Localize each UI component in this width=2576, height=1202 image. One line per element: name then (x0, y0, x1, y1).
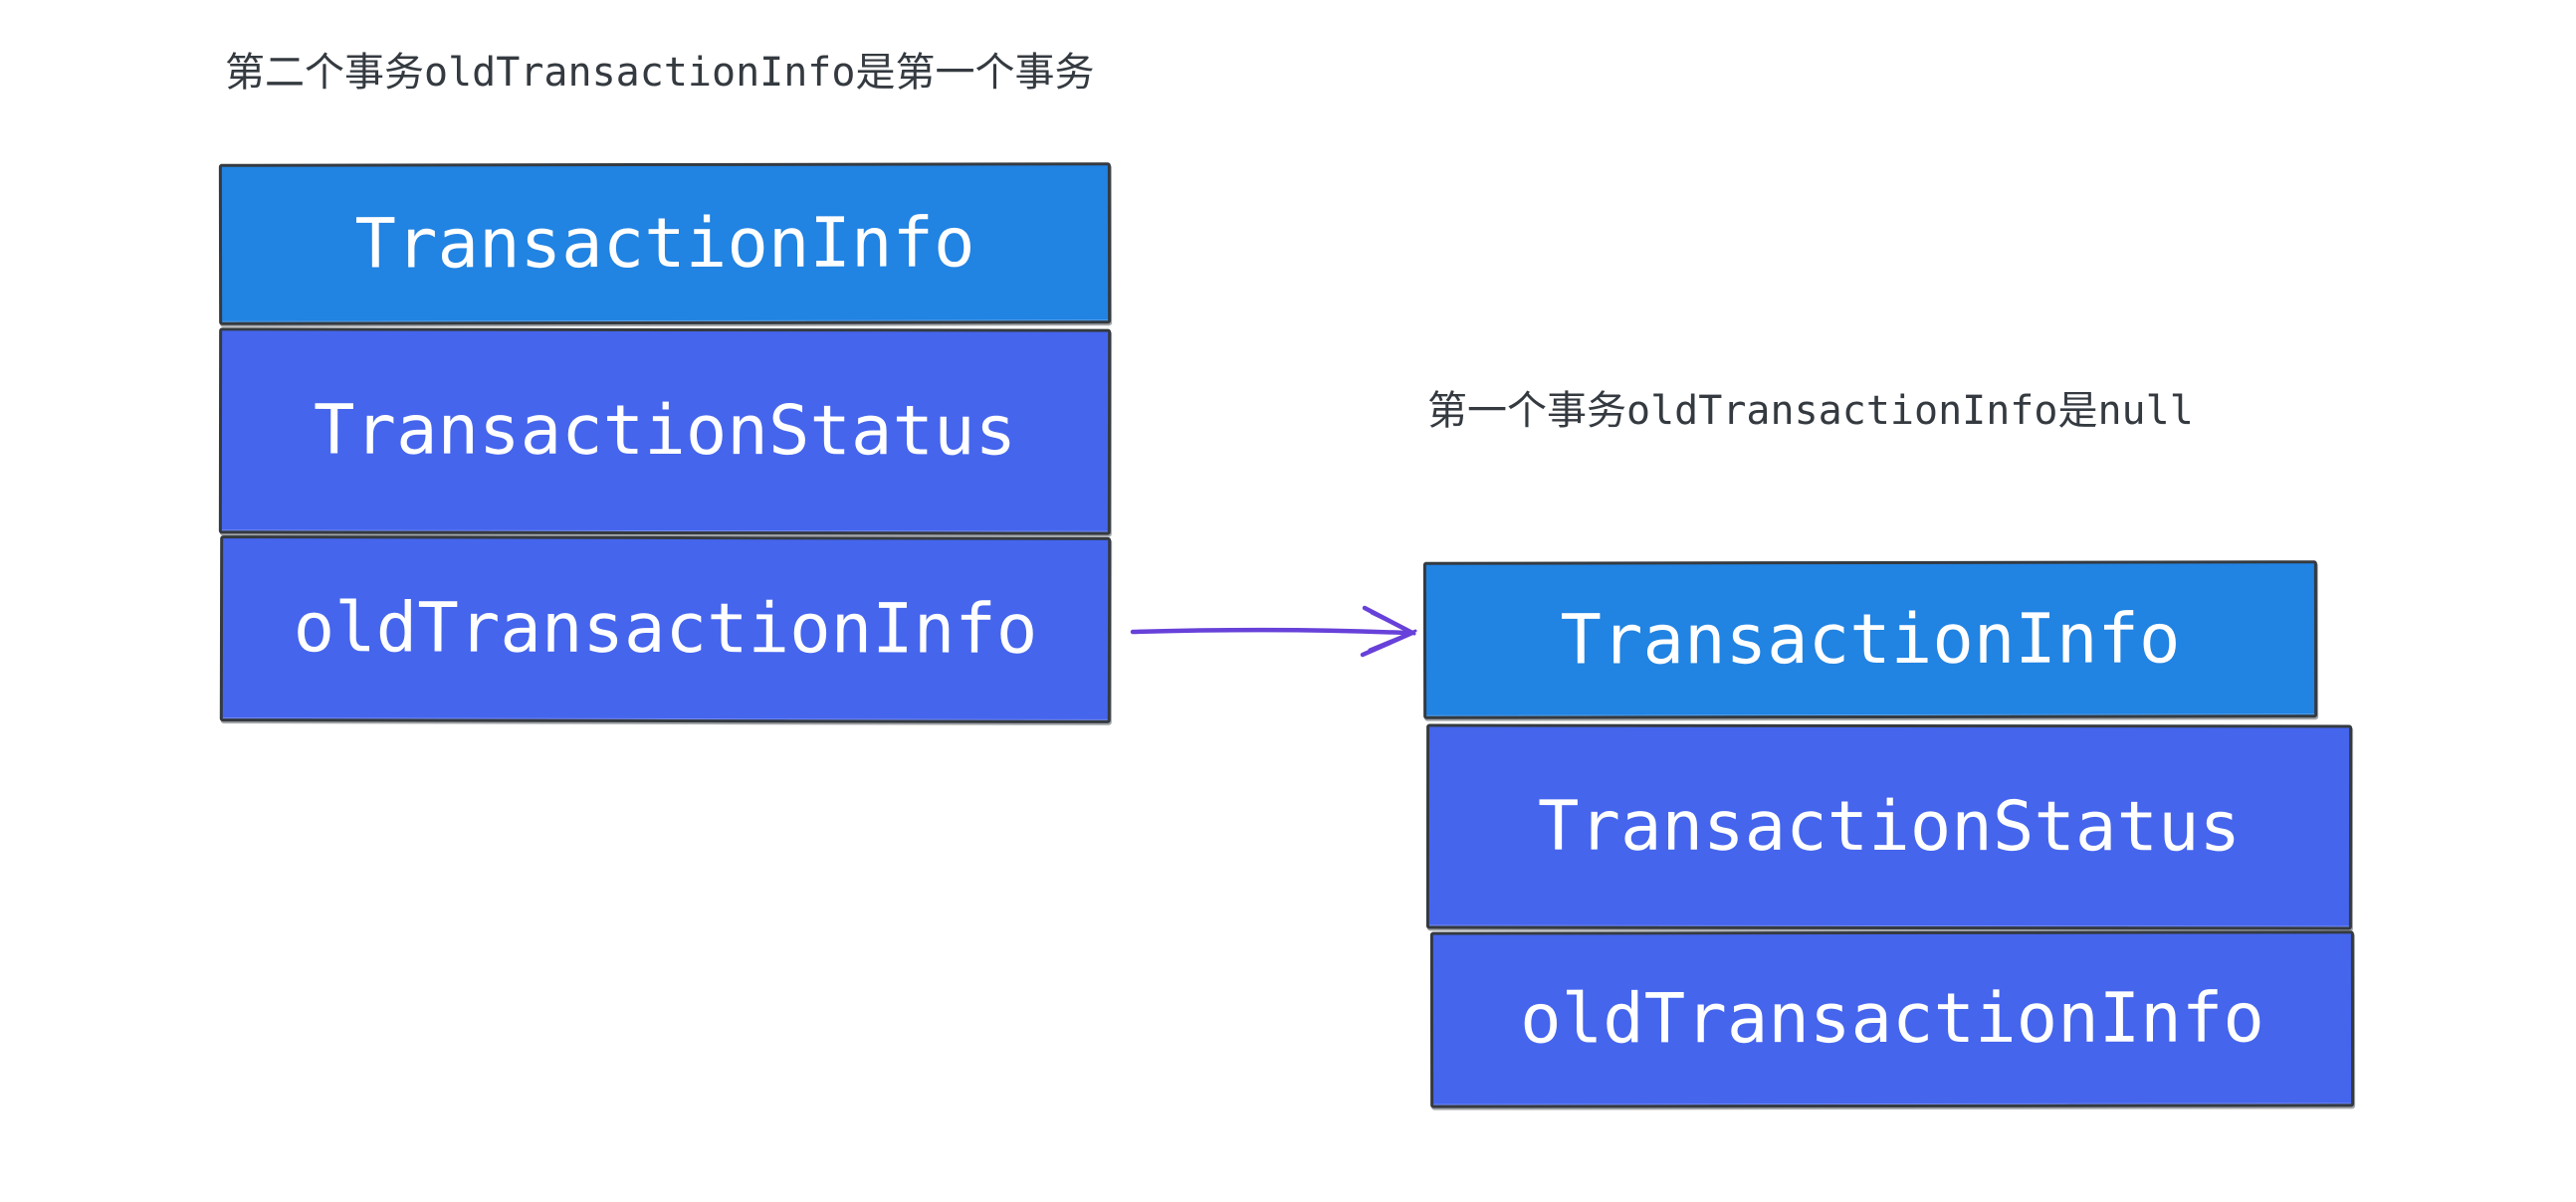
box-label: TransactionInfo (1560, 598, 2181, 681)
box-label: TransactionStatus (1537, 786, 2242, 867)
box-label: TransactionStatus (313, 390, 1017, 472)
left-box-transactioninfo: TransactionInfo (218, 162, 1112, 325)
right-box-transactioninfo: TransactionInfo (1422, 560, 2318, 719)
box-label: oldTransactionInfo (293, 588, 1038, 670)
right-box-transactionstatus: TransactionStatus (1425, 723, 2353, 930)
annotation-right: 第一个事务oldTransactionInfo是null (1427, 388, 2194, 434)
annotation-left: 第二个事务oldTransactionInfo是第一个事务 (225, 50, 1095, 96)
box-label: oldTransactionInfo (1520, 978, 2264, 1060)
right-box-oldtransactioninfo: oldTransactionInfo (1429, 930, 2355, 1108)
left-box-transactionstatus: TransactionStatus (218, 327, 1112, 535)
right-arrow-icon (1130, 605, 1417, 658)
box-label: TransactionInfo (354, 202, 975, 285)
left-box-oldtransactioninfo: oldTransactionInfo (219, 535, 1112, 723)
